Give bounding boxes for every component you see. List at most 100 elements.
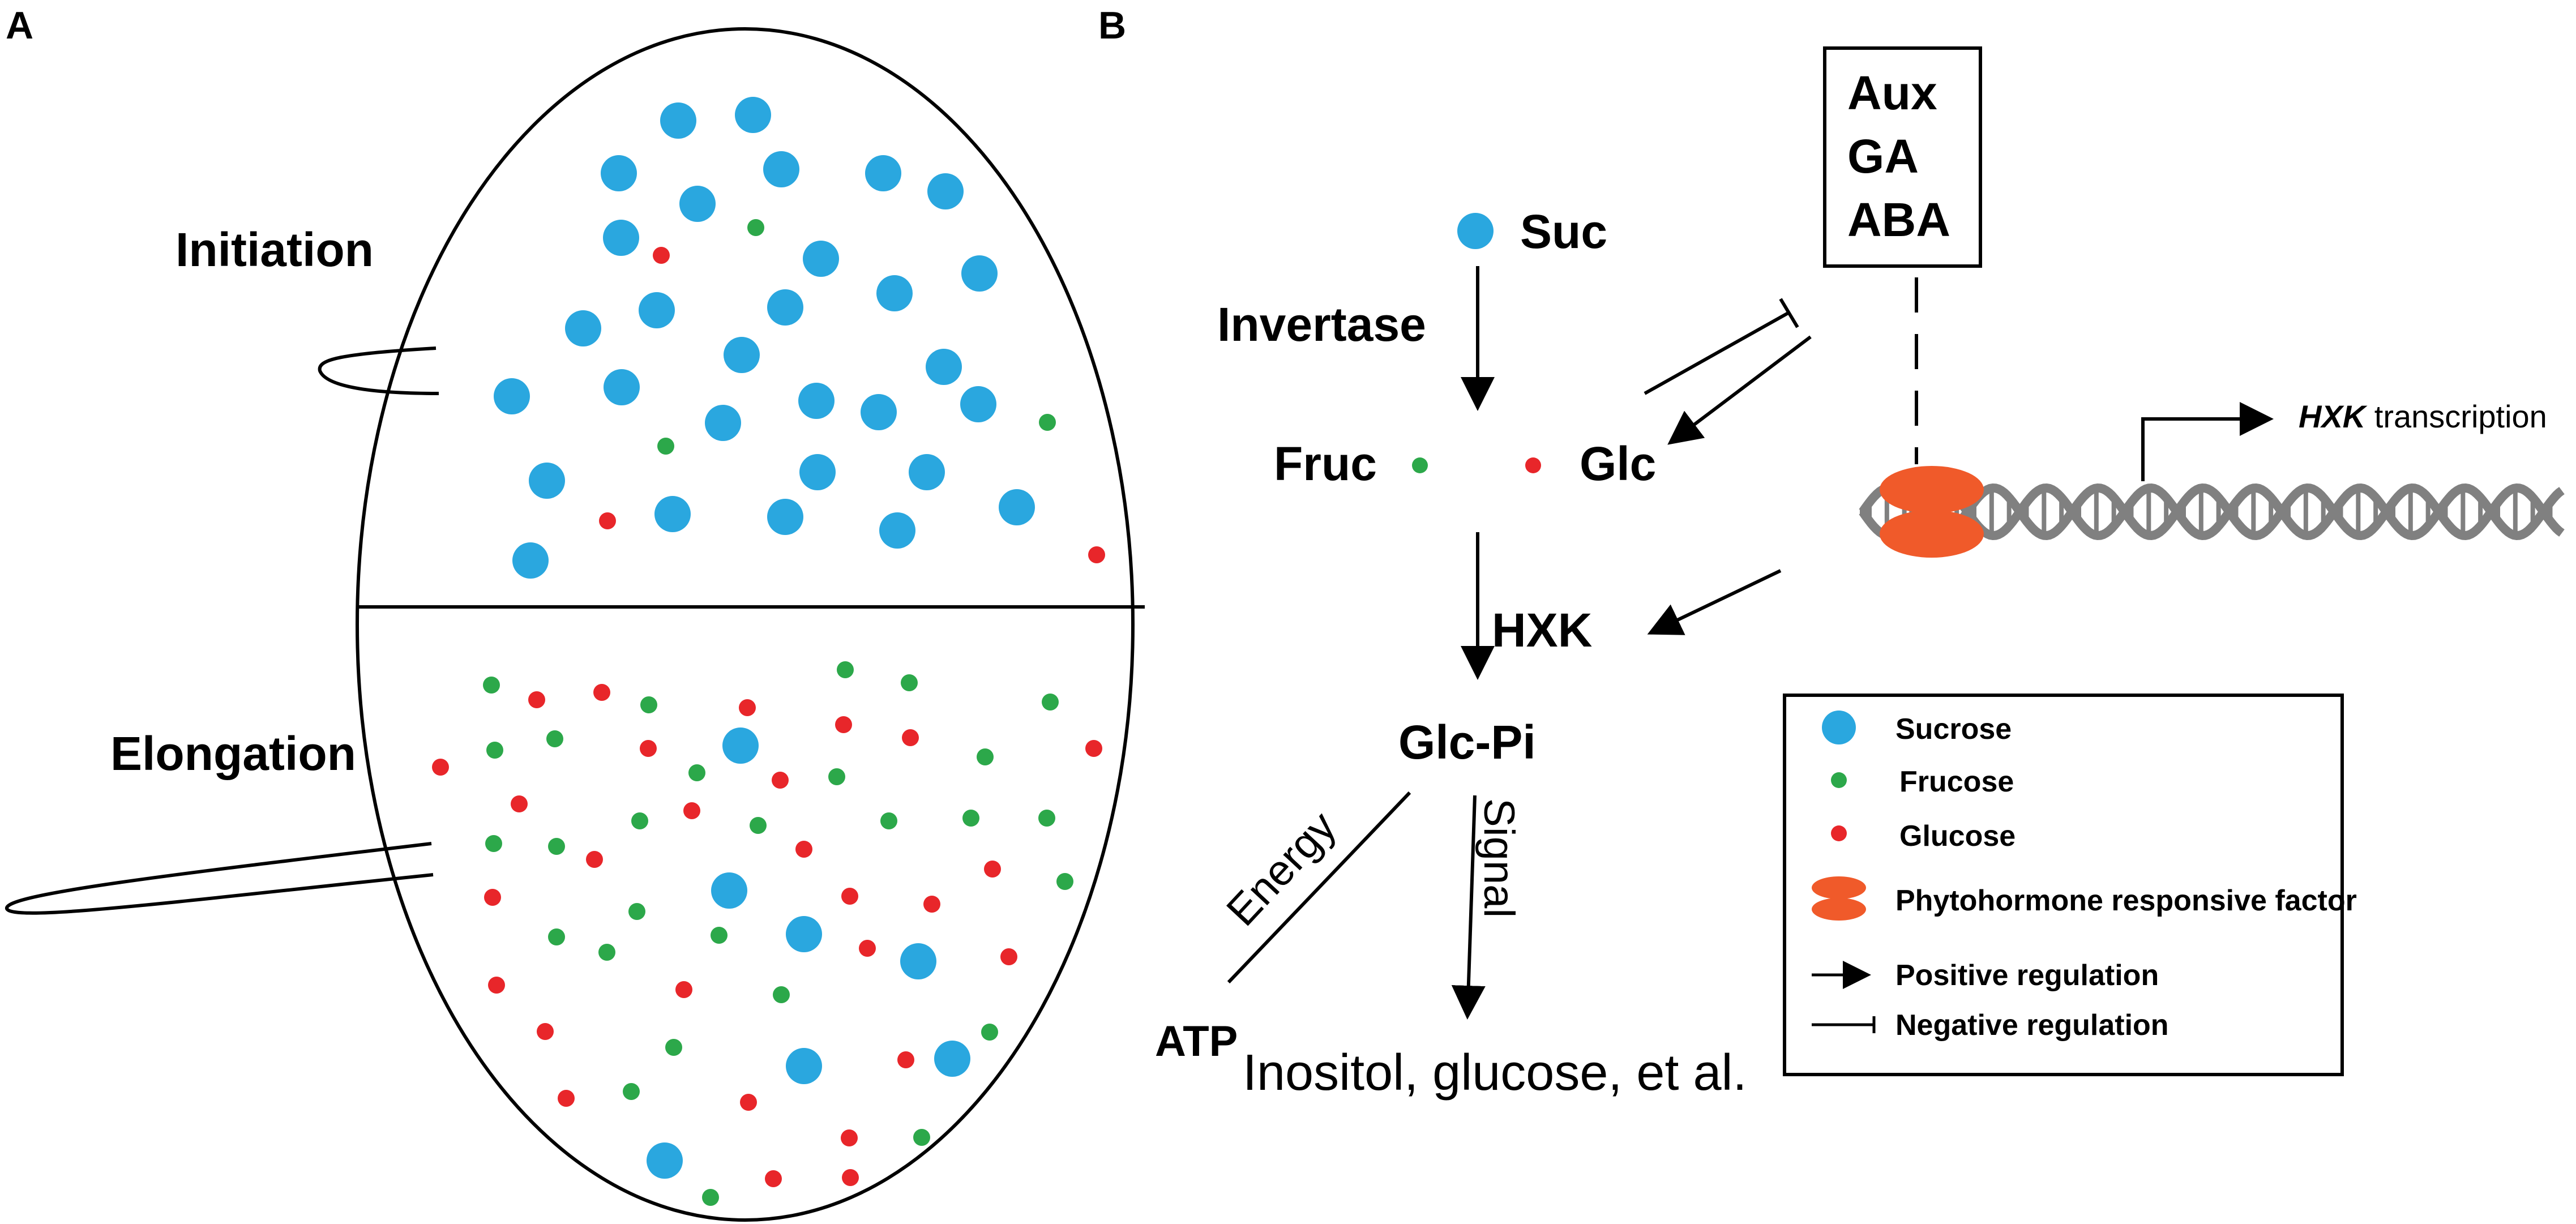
glucose-molecule: [640, 740, 657, 757]
hxk-transcription-suffix: transcription: [2365, 399, 2547, 434]
sucrose-molecule: [604, 369, 640, 405]
frucose-molecule: [483, 677, 500, 694]
sucrose-molecule: [679, 186, 716, 222]
frucose-molecule: [901, 674, 918, 691]
glc-label: Glc: [1580, 437, 1656, 490]
sucrose-molecule: [926, 349, 962, 385]
suc-label: Suc: [1520, 205, 1607, 258]
glc-icon: [1525, 457, 1541, 473]
frucose-molecule: [631, 812, 648, 829]
positive-regulation-to-hxk: [1647, 569, 1782, 635]
hxk-transcription-label: HXK transcription: [2299, 399, 2547, 434]
negative-regulation-bar: [1779, 298, 1799, 328]
fruc-label: Fruc: [1274, 437, 1377, 490]
glucose-molecule: [859, 940, 876, 957]
frucose-molecule: [773, 986, 790, 1003]
frucose-molecule: [913, 1129, 930, 1146]
frucose-molecule: [747, 219, 764, 236]
legend: Sucrose Frucose Glucose Phytohormone res…: [1783, 694, 2357, 1076]
hormone-box: [1823, 46, 1982, 268]
sucrose-molecule: [927, 173, 964, 209]
legend-frucose-icon: [1831, 772, 1847, 788]
frucose-molecule: [880, 812, 897, 829]
arrow-signal: [1451, 795, 1486, 1020]
initiation-label: Initiation: [176, 223, 374, 276]
sucrose-molecule: [724, 337, 760, 373]
sucrose-molecule: [960, 386, 996, 422]
hxk-label: HXK: [1492, 604, 1592, 657]
glucose-molecule: [923, 896, 940, 913]
legend-sucrose-label: Sucrose: [1895, 713, 2012, 746]
frucose-molecule: [546, 730, 563, 747]
hormone-aba: ABA: [1847, 193, 1950, 246]
sucrose-molecule: [961, 255, 998, 292]
sucrose-molecule: [798, 383, 835, 419]
glucose-molecule: [795, 841, 812, 858]
hormone-ga: GA: [1847, 130, 1919, 183]
glucose-molecule: [653, 247, 670, 264]
fruc-icon: [1412, 457, 1428, 473]
frucose-molecule: [1056, 873, 1073, 890]
sucrose-molecule: [603, 220, 639, 256]
frucose-molecule: [962, 810, 979, 827]
legend-glucose-label: Glucose: [1899, 820, 2016, 853]
glucose-molecule: [683, 802, 700, 819]
glucose-molecule: [675, 981, 692, 998]
glucose-molecule: [488, 977, 505, 994]
sucrose-molecule: [803, 241, 839, 277]
glucose-molecule: [841, 888, 858, 905]
glucose-molecule: [902, 729, 919, 746]
energy-line: [1227, 791, 1411, 984]
sucrose-molecule: [654, 496, 691, 532]
frucose-molecule: [548, 838, 565, 855]
sucrose-molecule: [565, 310, 601, 346]
legend-negative-label: Negative regulation: [1895, 1009, 2169, 1042]
frucose-molecule: [1039, 414, 1056, 431]
sucrose-molecule: [512, 542, 549, 579]
frucose-molecule: [711, 927, 728, 944]
panel-b-label: B: [1098, 4, 1126, 47]
sucrose-molecule: [865, 155, 901, 191]
sucrose-molecule: [861, 394, 897, 430]
glc-pi-label: Glc-Pi: [1398, 716, 1536, 769]
sucrose-molecule: [705, 405, 741, 441]
legend-factor-icon-top: [1812, 876, 1866, 899]
signal-label: Signal: [1475, 798, 1523, 918]
glucose-molecule: [1000, 948, 1017, 965]
frucose-molecule: [1038, 810, 1055, 827]
glucose-molecule: [984, 861, 1001, 878]
invertase-label: Invertase: [1217, 298, 1426, 351]
sucrose-molecule: [711, 872, 747, 909]
frucose-molecule: [657, 438, 674, 455]
phytohormone-factor-top: [1880, 466, 1984, 513]
glucose-molecule: [593, 684, 610, 701]
energy-label: Energy: [1217, 803, 1345, 935]
sucrose-molecule: [909, 454, 945, 490]
sucrose-molecule: [876, 275, 913, 311]
frucose-molecule: [640, 696, 657, 713]
elongation-label: Elongation: [110, 727, 356, 780]
frucose-molecule: [981, 1024, 998, 1041]
sucrose-molecule: [763, 151, 799, 187]
sucrose-molecule: [529, 463, 565, 499]
frucose-molecule: [623, 1083, 640, 1100]
hxk-transcription-gene: HXK: [2299, 399, 2368, 434]
glucose-molecule: [897, 1051, 914, 1068]
root-tip-ellipse: [5, 27, 1145, 1222]
sucrose-molecule: [647, 1142, 683, 1179]
frucose-molecule: [977, 748, 994, 765]
sucrose-molecule: [879, 512, 915, 549]
sucrose-molecule: [639, 292, 675, 328]
glucose-molecule: [739, 699, 756, 716]
frucose-molecule: [665, 1039, 682, 1056]
glucose-molecule: [765, 1170, 782, 1187]
glucose-molecule: [1085, 740, 1102, 757]
positive-regulation-to-glc: [1667, 335, 1812, 445]
frucose-molecule: [750, 817, 767, 834]
sucrose-molecule: [786, 1048, 822, 1084]
negative-regulation-line: [1644, 311, 1790, 395]
sucrose-molecule: [934, 1041, 970, 1077]
glucose-molecule: [772, 772, 789, 789]
phytohormone-factor-bottom: [1880, 510, 1984, 558]
frucose-molecule: [828, 768, 845, 785]
